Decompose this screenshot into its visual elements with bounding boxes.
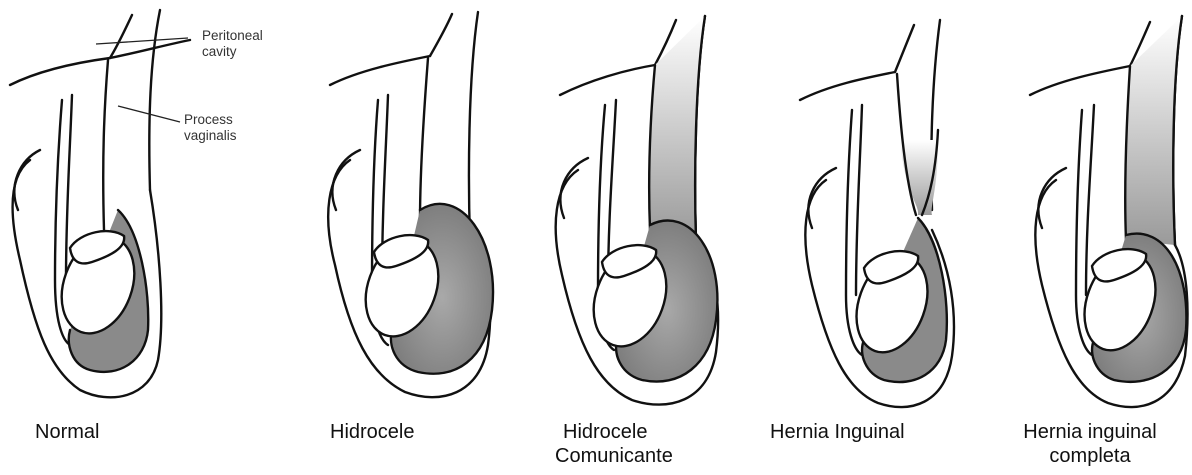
- panel-hidrocele-comunicante: [556, 16, 718, 405]
- caption-comunicante-line1: Hidrocele: [555, 420, 695, 444]
- process-label-line2: vaginalis: [184, 128, 237, 144]
- peritoneal-cavity-label: Peritoneal cavity: [202, 28, 263, 60]
- cord-inner-left: [103, 60, 108, 230]
- panel-normal: [10, 10, 190, 397]
- caption-normal: Normal: [35, 420, 145, 444]
- caption-completa-line2: completa: [995, 444, 1185, 468]
- skin-fold: [14, 150, 40, 210]
- peritoneal-line: [10, 40, 190, 85]
- caption-completa-line1: Hernia inguinal: [995, 420, 1185, 444]
- panel-hernia-completa: [1030, 16, 1188, 407]
- caption-hernia-completa: Hernia inguinal completa: [995, 420, 1185, 468]
- caption-hidrocele-comunicante: Hidrocele Comunicante: [555, 420, 695, 468]
- spermatic-cord-right: [149, 10, 160, 190]
- spermatic-cord-left: [110, 15, 132, 58]
- caption-comunicante-line2: Comunicante: [555, 444, 695, 468]
- process-vaginalis-label: Process vaginalis: [184, 112, 237, 144]
- panel-hidrocele: [328, 12, 493, 397]
- caption-hernia-inguinal: Hernia Inguinal: [770, 420, 950, 444]
- caption-hidrocele: Hidrocele: [330, 420, 440, 444]
- process-label-line1: Process: [184, 112, 237, 128]
- peritoneal-label-line1: Peritoneal: [202, 28, 263, 44]
- panel-hernia-inguinal: [800, 20, 954, 407]
- peritoneal-label-line2: cavity: [202, 44, 263, 60]
